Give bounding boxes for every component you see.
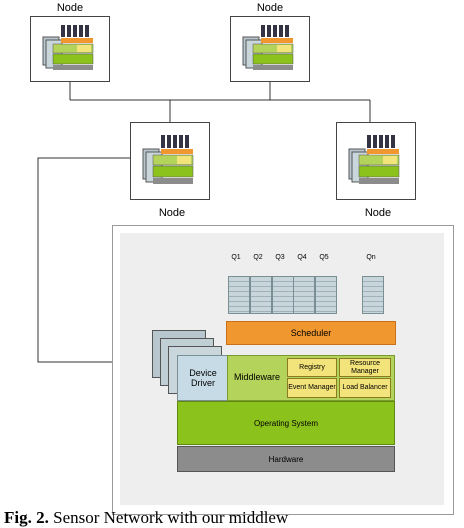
queue-5 [315, 276, 337, 314]
queue-label-4: Q4 [297, 254, 307, 261]
registry-block: Registry [287, 358, 337, 377]
figure-caption: Fig. 2. Sensor Network with our middlew [4, 508, 288, 528]
node-label-middle-right: Node [364, 207, 392, 219]
node-stack-icon [348, 135, 400, 184]
queue-1 [228, 276, 250, 314]
queue-label-5: Q5 [319, 254, 329, 261]
node-label-top-left: Node [56, 2, 84, 14]
node-stack-icon [242, 25, 294, 70]
queue-4 [293, 276, 315, 314]
scheduler-block: Scheduler [226, 321, 396, 345]
node-middle-right [336, 122, 416, 200]
caption-text: Sensor Network with our middlew [53, 508, 289, 527]
queue-label-3: Q3 [275, 254, 285, 261]
queue-n [362, 276, 384, 314]
node-label-top-right: Node [256, 2, 284, 14]
node-stack-icon [142, 135, 194, 184]
middleware-label: Middleware [234, 372, 281, 382]
caption-prefix: Fig. 2. [4, 508, 49, 527]
queue-3 [272, 276, 294, 314]
resource-manager-block: Resource Manager [339, 358, 391, 377]
queue-label-n: Qn [366, 254, 376, 261]
hardware-block: Hardware [177, 446, 395, 472]
event-manager-block: Event Manager [287, 378, 337, 398]
node-stack-icon [42, 25, 94, 70]
node-top-right [230, 16, 310, 82]
node-middle-left [130, 122, 210, 200]
operating-system-block: Operating System [177, 401, 395, 445]
node-top-left [30, 16, 110, 82]
device-driver-block: Device Driver [177, 355, 229, 401]
queue-label-1: Q1 [231, 254, 241, 261]
load-balancer-block: Load Balancer [339, 378, 391, 398]
node-label-middle-left: Node [158, 207, 186, 219]
queue-2 [250, 276, 272, 314]
queue-label-2: Q2 [253, 254, 263, 261]
